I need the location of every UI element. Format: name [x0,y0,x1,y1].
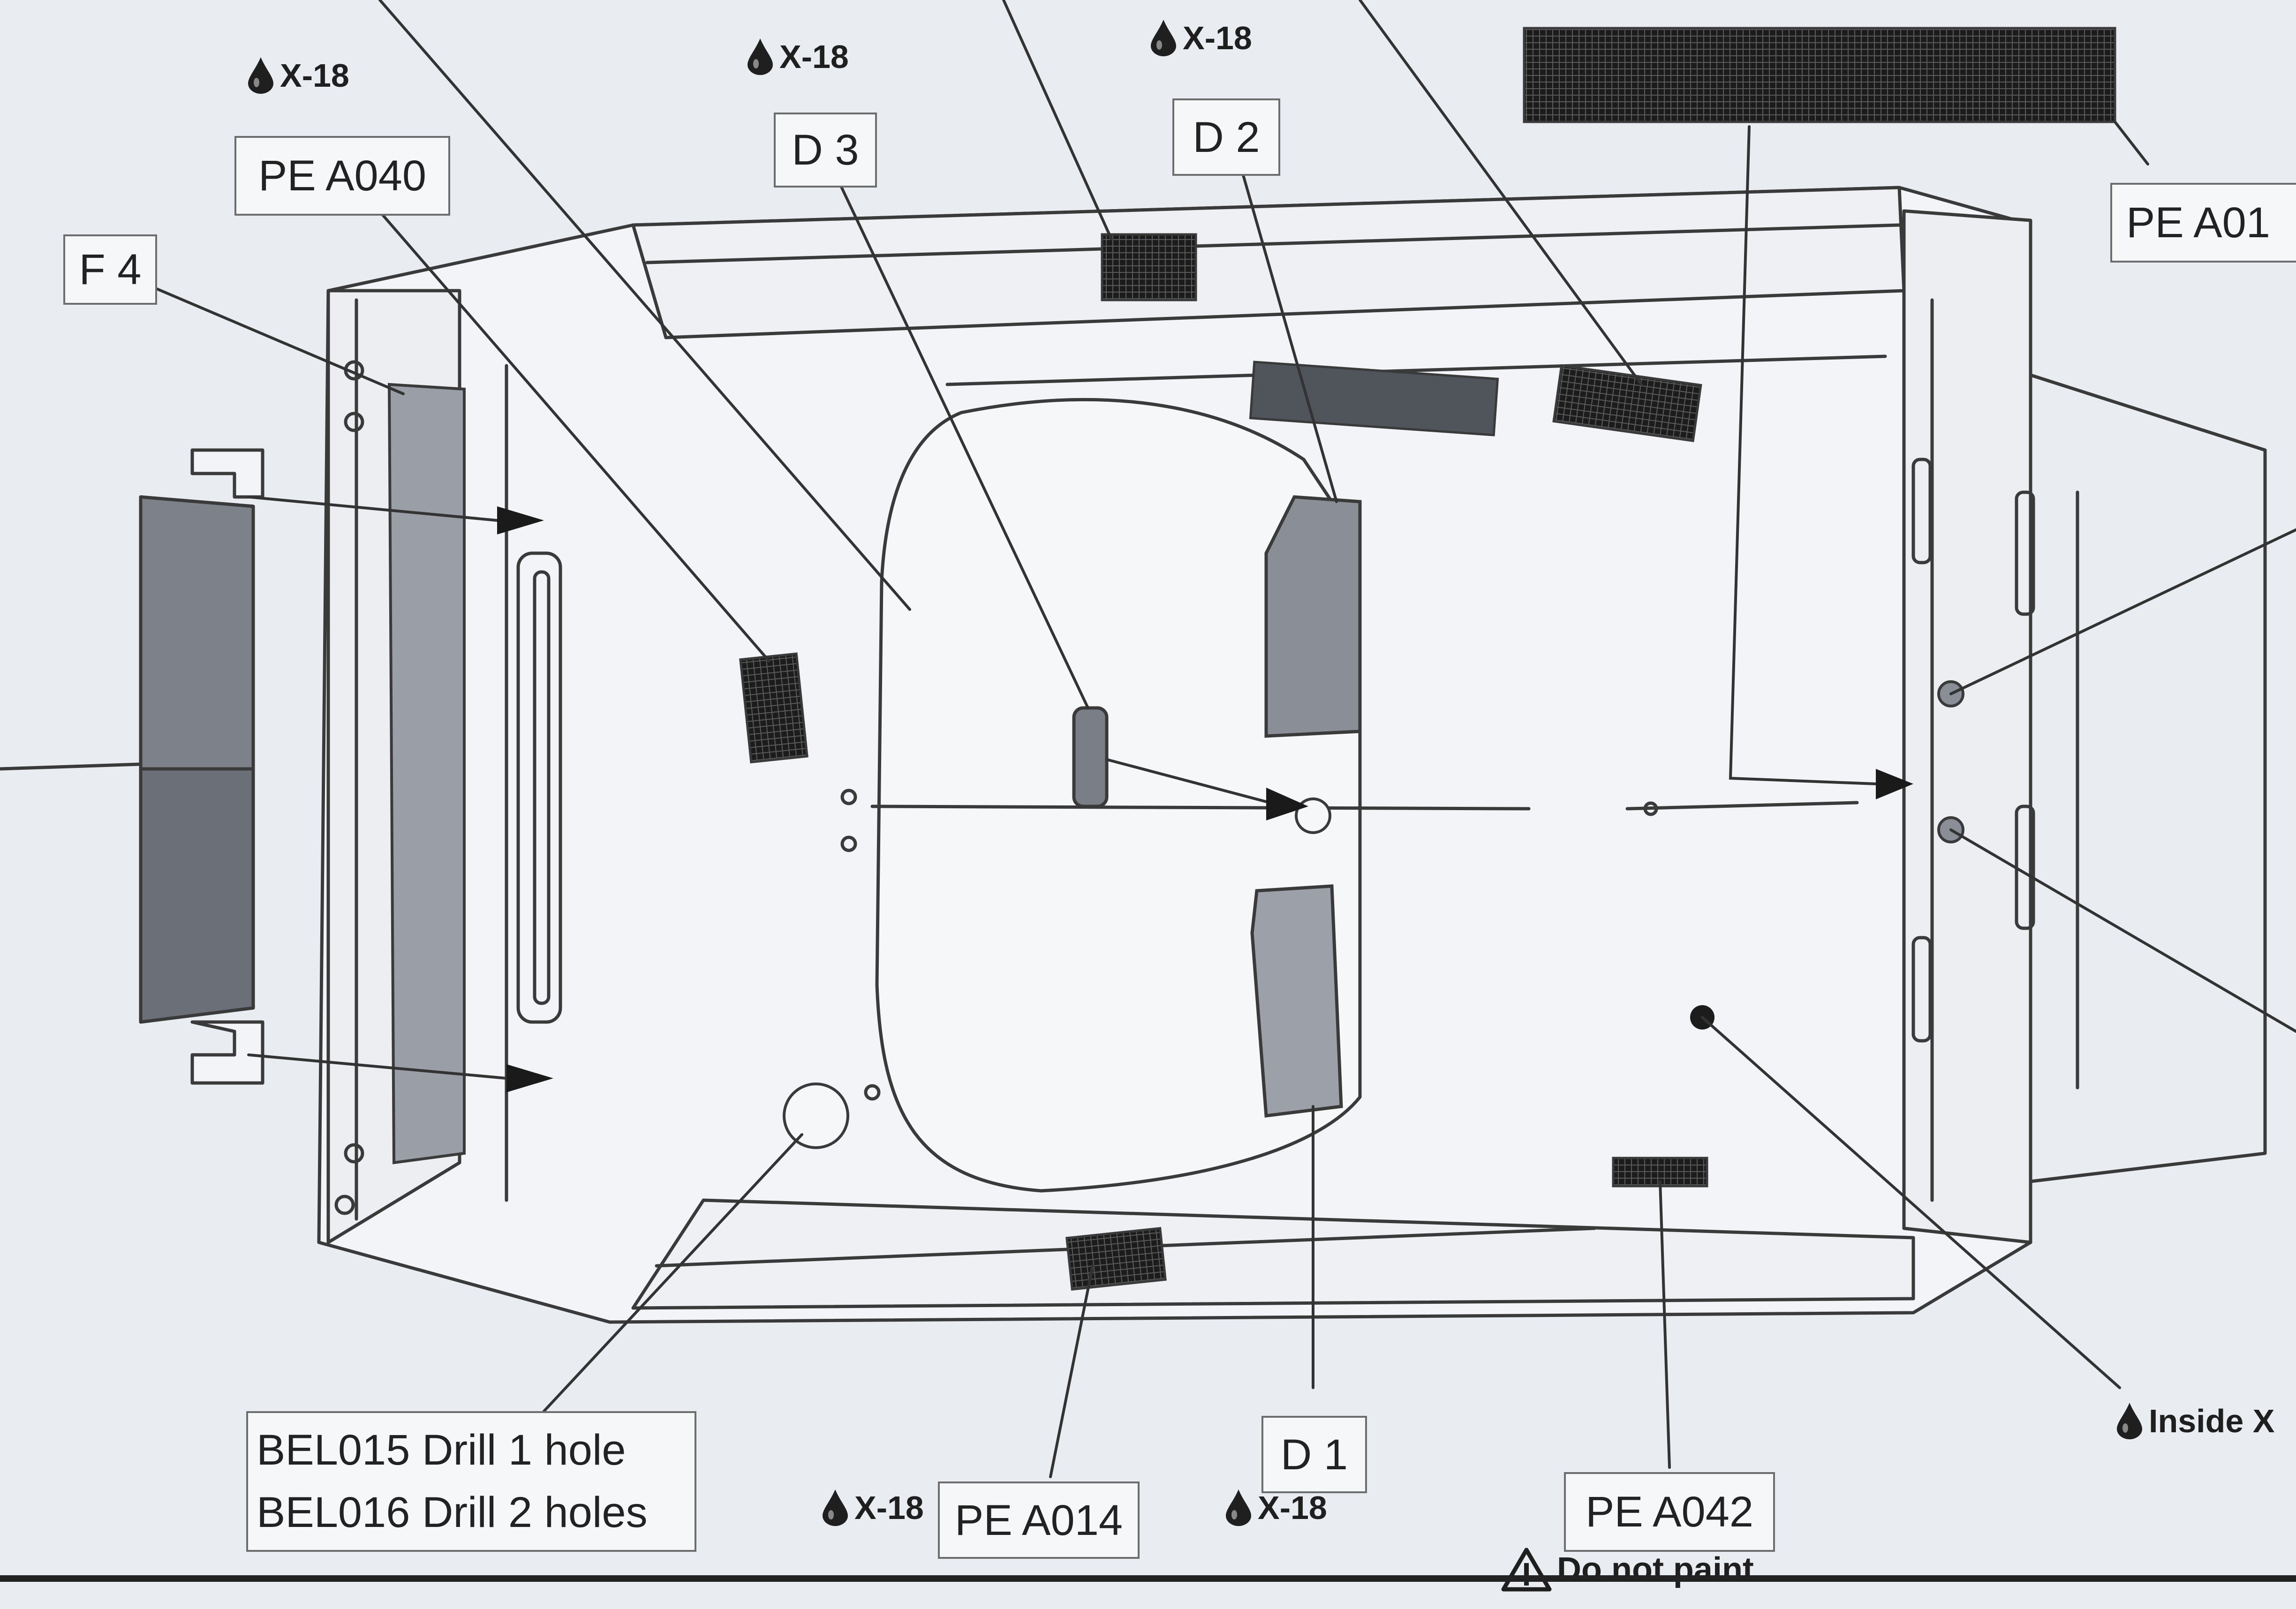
label-d3: D 3 [774,113,877,188]
drill-hole-marker [783,1083,849,1149]
pe-a014-mesh [1065,1227,1167,1291]
pe-a040-mesh [739,652,808,764]
mirror-d3 [1072,706,1109,808]
paint-code-top-mid: X-18 [779,38,849,75]
label-pe-a01: PE A01 [2110,183,2296,263]
paint-drop-icon [248,57,273,94]
paint-callout-inside: Inside X [2115,1402,2274,1440]
label-pe-a040: PE A040 [234,136,450,216]
paint-drop-icon [2117,1403,2142,1439]
paint-callout-bottom-right: X-18 [1224,1489,1327,1527]
label-pe-a042: PE A042 [1564,1472,1775,1552]
label-f4: F 4 [63,234,157,305]
label-pe-a014: PE A014 [938,1481,1140,1559]
pe-a01-strip [1523,27,2116,123]
front-frame-strip [387,383,466,1165]
drill-line-2: BEL016 Drill 2 holes [257,1489,648,1536]
label-d1: D 1 [1261,1416,1367,1493]
paint-drop-icon [748,38,773,75]
paint-drop-icon [1226,1489,1251,1526]
front-fascia-part [0,448,264,1085]
rear-vent-mesh [1552,364,1702,443]
do-not-paint-warning: Do not paint [1501,1547,1754,1592]
paint-callout-top-mid: X-18 [746,38,849,76]
label-drill-instructions: BEL015 Drill 1 hole BEL016 Drill 2 holes [246,1411,696,1552]
warning-triangle-icon [1501,1548,1552,1592]
visor-d1 [1250,884,1343,1118]
paint-callout-top-left: X-18 [246,56,349,95]
paint-code-bottom-mid: X-18 [854,1489,924,1526]
paint-code-bottom-right: X-18 [1258,1489,1327,1526]
drill-line-1: BEL015 Drill 1 hole [257,1426,626,1474]
paint-callout-top-right: X-18 [1149,19,1252,57]
bottom-rail [631,1198,1915,1310]
paint-code-inside: Inside X [2149,1403,2275,1439]
label-d2: D 2 [1172,98,1280,176]
paint-code-top-left: X-18 [280,57,349,94]
paint-callout-bottom-mid: X-18 [821,1489,924,1527]
paint-code-top-right: X-18 [1183,20,1252,56]
paint-drop-icon [823,1489,848,1526]
paint-drop-icon [1151,20,1176,56]
visor-d2 [1264,495,1362,738]
warning-text: Do not paint [1557,1551,1754,1588]
top-vent-mesh [1101,233,1197,301]
page-bottom-rule [0,1575,2296,1582]
rear-frame [1902,209,2032,1244]
windscreen-opening [875,398,1362,1193]
